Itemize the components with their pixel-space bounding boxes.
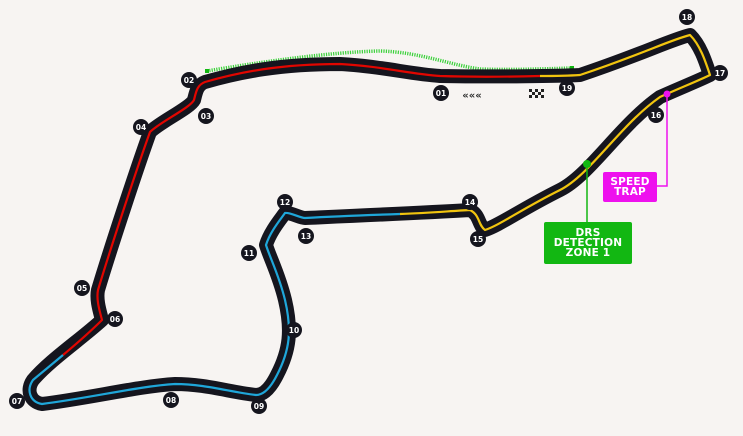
turn-marker-circle [133, 119, 149, 135]
speed-trap-callout: SPEED TRAP [603, 172, 657, 202]
sector-3-line [399, 33, 712, 232]
turn-marker-06: 06 [107, 311, 123, 327]
turn-marker-circle [470, 231, 486, 247]
track-outline [22, 28, 717, 411]
turn-number-label: 13 [301, 232, 311, 241]
drs-zone-end [570, 66, 574, 70]
turn-number-label: 15 [473, 235, 483, 244]
drs-detection-callout: DRS DETECTION ZONE 1 [544, 222, 632, 264]
turn-marker-15: 15 [470, 231, 486, 247]
turn-marker-09: 09 [251, 398, 267, 414]
turn-number-label: 09 [254, 402, 264, 411]
checkered-flag-icon [529, 89, 544, 98]
turn-number-label: 18 [682, 13, 692, 22]
turn-marker-08: 08 [163, 392, 179, 408]
turn-markers: 01 02 03 04 05 06 07 08 09 10 11 12 13 14 15 16 17 18 19 [9, 9, 728, 414]
turn-number-label: 01 [436, 89, 446, 98]
sector-2-line [28, 211, 401, 406]
turn-marker-circle [181, 72, 197, 88]
turn-marker-03: 03 [198, 108, 214, 124]
turn-marker-circle [277, 194, 293, 210]
turn-marker-circle [74, 280, 90, 296]
turn-marker-10: 10 [286, 322, 302, 338]
turn-marker-05: 05 [74, 280, 90, 296]
speed-trap-leader [657, 94, 668, 187]
speed-trap-marker [663, 90, 671, 98]
turn-marker-circle [286, 322, 302, 338]
turn-marker-circle [163, 392, 179, 408]
turn-number-label: 04 [136, 123, 146, 132]
turn-marker-02: 02 [181, 72, 197, 88]
turn-number-label: 12 [280, 198, 290, 207]
speed-trap-line-2: TRAP [614, 186, 646, 198]
drs-detection-line-1: DRS [575, 227, 601, 239]
turn-marker-07: 07 [9, 393, 25, 409]
turn-marker-circle [679, 9, 695, 25]
turn-marker-circle [712, 65, 728, 81]
drs-zone-start [205, 69, 209, 73]
turn-marker-circle [298, 228, 314, 244]
turn-number-label: 05 [77, 284, 87, 293]
turn-number-label: 02 [184, 76, 194, 85]
turn-marker-17: 17 [712, 65, 728, 81]
turn-marker-01: 01 [433, 85, 449, 101]
drs-zone-line [206, 49, 573, 73]
turn-number-label: 10 [289, 326, 299, 335]
drs-detection-line-2: DETECTION [553, 237, 623, 249]
drs-detection-line-3: ZONE 1 [565, 247, 611, 259]
turn-marker-16: 16 [648, 107, 664, 123]
turn-number-label: 14 [465, 198, 475, 207]
turn-marker-circle [241, 245, 257, 261]
turn-number-label: 16 [651, 111, 661, 120]
turn-marker-circle [462, 194, 478, 210]
turn-marker-04: 04 [133, 119, 149, 135]
turn-marker-circle [9, 393, 25, 409]
turn-number-label: 19 [562, 84, 572, 93]
turn-number-label: 03 [201, 112, 211, 121]
turn-marker-14: 14 [462, 194, 478, 210]
turn-marker-13: 13 [298, 228, 314, 244]
turn-number-label: 06 [110, 315, 120, 324]
turn-number-label: 17 [715, 69, 725, 78]
turn-marker-11: 11 [241, 245, 257, 261]
drs-detection-marker [583, 160, 591, 168]
turn-number-label: 07 [12, 397, 22, 406]
turn-marker-circle [648, 107, 664, 123]
turn-number-label: 08 [166, 396, 176, 405]
turn-marker-circle [198, 108, 214, 124]
turn-marker-19: 19 [559, 80, 575, 96]
turn-marker-18: 18 [679, 9, 695, 25]
turn-marker-circle [559, 80, 575, 96]
direction-arrows-icon: ««« [462, 91, 481, 102]
turn-marker-circle [251, 398, 267, 414]
turn-marker-circle [107, 311, 123, 327]
turn-number-label: 11 [244, 249, 254, 258]
sector-1-line [62, 62, 541, 356]
turn-marker-circle [433, 85, 449, 101]
speed-trap-line-1: SPEED [610, 176, 650, 188]
turn-marker-12: 12 [277, 194, 293, 210]
